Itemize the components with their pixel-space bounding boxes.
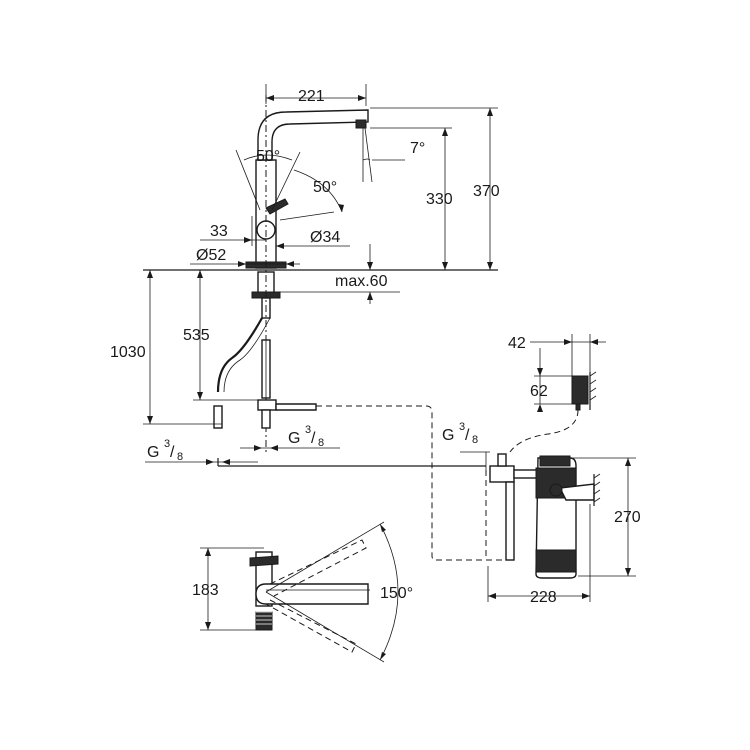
left-connector [213,405,223,429]
dim-thread-filter: G 3 / 8 [442,421,490,470]
dim-bracket-width: 42 [508,334,606,376]
label-swivel-left: 50° [256,148,280,165]
label-spout-tilt: 7° [410,140,425,157]
label-thread-left-main: G [147,444,159,461]
label-top-view-height: 183 [192,582,219,599]
dim-swivel-right: 50° [279,169,344,221]
label-thread-right-den: 8 [318,437,324,449]
label-lever-diameter: Ø34 [310,229,340,246]
hidden-hose-to-filter [316,405,506,561]
lever-handle [265,198,289,215]
dim-top-view-height: 183 [192,547,264,631]
label-filter-height: 270 [614,509,641,526]
dim-top-view-swivel: 150° [380,585,413,602]
dim-lever-diameter: Ø34 [276,229,350,249]
dim-swivel-left: 50° [235,148,301,211]
svg-text:/: / [311,430,316,447]
label-base-diameter: Ø52 [196,247,226,264]
label-bracket-width: 42 [508,335,526,352]
label-hose-total: 1030 [110,344,146,361]
dim-total-height: 370 [370,107,500,270]
top-view-spout-swivel-down [265,599,357,653]
filter-valve [489,465,515,483]
flex-hose-left-outline [223,317,271,393]
label-thread-filter-main: G [442,427,454,444]
dim-thread-right: G 3 / 8 [240,424,340,451]
filter-base [535,549,577,573]
label-height-outlet: 330 [426,191,453,208]
label-filter-width: 228 [530,589,557,606]
valve-block [257,399,277,411]
aerator [355,119,367,129]
label-lever-offset: 33 [210,223,228,240]
dim-deck-thickness: max.60 [280,244,400,304]
lower-connector [261,409,271,429]
label-top-view-swivel: 150° [380,585,413,602]
label-thread-right-main: G [288,430,300,447]
dim-height-outlet: 330 [370,127,453,270]
dim-lever-offset: 33 [200,216,266,246]
label-hose-mid: 535 [183,327,210,344]
faucet-top-view [249,521,399,663]
dim-bracket-height: 62 [530,348,572,412]
label-deck-thickness: max.60 [335,273,388,290]
label-thread-filter-den: 8 [472,434,478,446]
label-spout-reach: 221 [298,88,325,105]
dim-spout-tilt: 7° [362,127,425,183]
hidden-hose-bracket [509,409,579,453]
dim-filter-height: 270 [570,457,641,577]
faucet-spout [257,109,369,161]
label-total-height: 370 [473,183,500,200]
svg-text:/: / [465,427,470,444]
filter-outlet-hose [505,481,515,561]
top-view-lever [249,555,279,567]
dim-hose-total: 1030 [110,270,222,425]
dim-spout-reach: 221 [265,84,367,106]
filter-unit [485,371,601,579]
top-view-swivel-arc [379,523,399,661]
label-thread-left-den: 8 [177,451,183,463]
valve-handle [275,403,317,411]
label-swivel-right: 50° [313,179,337,196]
dim-hose-mid: 535 [183,270,262,401]
dim-base-diameter: Ø52 [190,247,300,267]
dim-filter-width: 228 [487,504,591,606]
flex-hose-left [216,317,263,393]
label-thread-left-num: 3 [164,438,170,450]
label-thread-filter-num: 3 [459,421,465,433]
top-view-spout [255,583,369,605]
label-thread-right-num: 3 [305,424,311,436]
svg-text:/: / [170,444,175,461]
label-bracket-height: 62 [530,383,548,400]
dim-thread-left: G 3 / 8 [145,438,258,465]
faucet-side-view [143,95,506,561]
wall-bracket [571,375,589,405]
top-view-thread [255,611,273,631]
